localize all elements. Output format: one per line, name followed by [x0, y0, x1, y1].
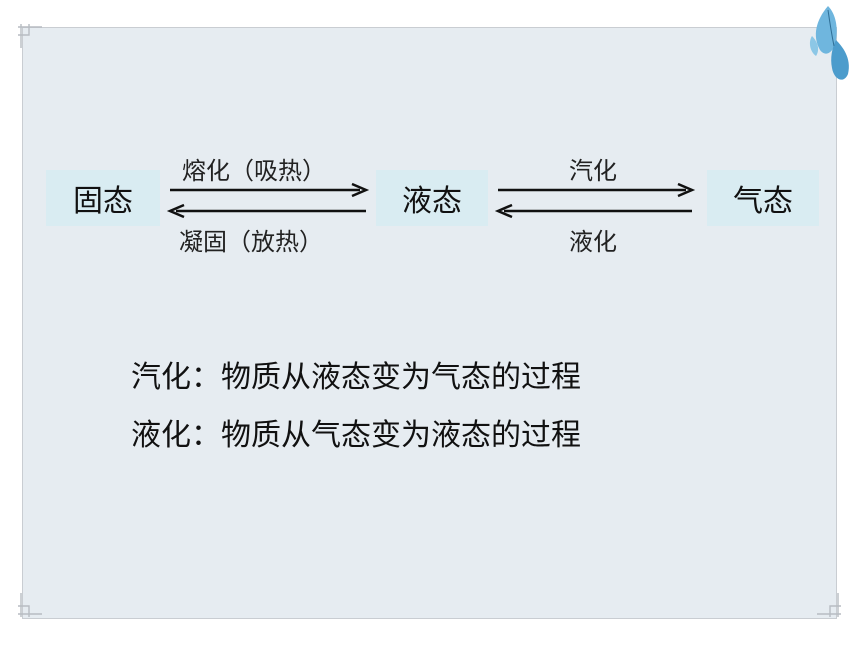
liquefaction-definition: 液化：物质从气态变为液态的过程 [131, 418, 581, 453]
solidification-label: 凝固（放热） [179, 228, 323, 256]
corner-ornament-icon [17, 592, 43, 618]
state-solid: 固态 [46, 170, 160, 226]
butterfly-icon [806, 2, 856, 86]
state-liquid: 液态 [376, 170, 488, 226]
corner-ornament-icon [17, 23, 43, 49]
content-panel [22, 27, 837, 619]
melting-label: 熔化（吸热） [182, 157, 326, 185]
vaporization-definition: 汽化：物质从液态变为气态的过程 [131, 360, 581, 395]
state-gas: 气态 [707, 170, 819, 226]
vaporization-label: 汽化 [569, 157, 617, 185]
liquefaction-label: 液化 [569, 228, 617, 256]
corner-ornament-icon [816, 592, 842, 618]
